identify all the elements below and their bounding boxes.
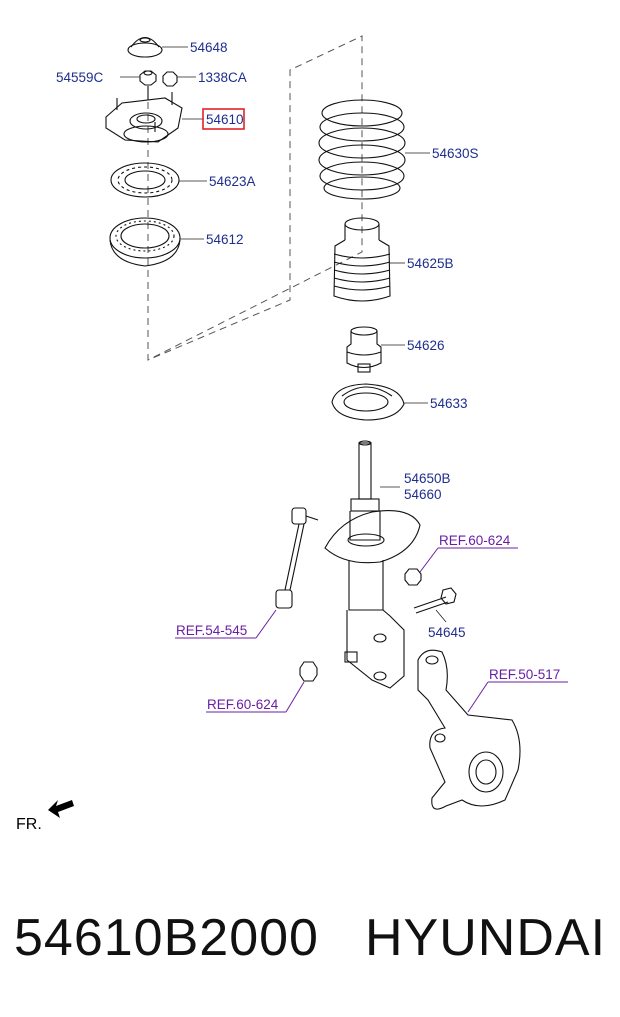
- exploded-parts-diagram: 54648 54559C 1338CA 54610 54623A 546: [16, 35, 568, 833]
- footer: 54610B2000 HYUNDAI: [0, 900, 620, 980]
- label-54650b: 54650B: [404, 471, 451, 486]
- part-54625b-dust-boot: [333, 217, 391, 302]
- part-54648-cap: [127, 36, 163, 58]
- front-label: FR.: [16, 816, 42, 833]
- label-54645: 54645: [428, 625, 466, 640]
- part-54559c-nut: [139, 70, 157, 86]
- nut-upper: [404, 568, 422, 586]
- front-arrow-icon: [48, 800, 74, 818]
- part-54633-spring-pad: [331, 383, 405, 421]
- part-54645-bolt: [413, 587, 457, 614]
- part-54623a-bearing: [110, 162, 180, 198]
- highlight-box-54610: [202, 108, 245, 130]
- part-54610-strut-mount: [105, 86, 183, 143]
- nut-lower: [299, 661, 318, 682]
- label-54610[interactable]: 54610: [206, 112, 244, 127]
- part-1338ca-nut: [162, 71, 178, 87]
- assembly-group-outline: [147, 35, 363, 361]
- ref-60-624-lower[interactable]: REF.60-624: [207, 697, 279, 712]
- part-number-title: 54610B2000: [14, 909, 319, 967]
- ref-60-624-upper[interactable]: REF.60-624: [439, 533, 511, 548]
- part-54612-spring-seat: [109, 217, 181, 267]
- label-54625b: 54625B: [407, 256, 454, 271]
- label-54660: 54660: [404, 487, 442, 502]
- label-54648: 54648: [190, 40, 228, 55]
- label-54626: 54626: [407, 338, 445, 353]
- label-54630s: 54630S: [432, 146, 479, 161]
- part-54650b-strut-assembly: [324, 440, 421, 689]
- label-1338ca: 1338CA: [198, 70, 247, 85]
- part-54630s-coil-spring: [318, 99, 406, 200]
- label-54633: 54633: [430, 396, 468, 411]
- label-54559c: 54559C: [56, 70, 104, 85]
- steering-knuckle: [417, 649, 521, 810]
- brand-name: HYUNDAI: [365, 909, 607, 967]
- part-54626-bump-stop: [346, 326, 382, 373]
- label-54612: 54612: [206, 232, 244, 247]
- ref-50-517[interactable]: REF.50-517: [489, 667, 560, 682]
- ref-54-545[interactable]: REF.54-545: [176, 623, 247, 638]
- label-54623a: 54623A: [209, 174, 256, 189]
- stabilizer-link: [275, 507, 319, 609]
